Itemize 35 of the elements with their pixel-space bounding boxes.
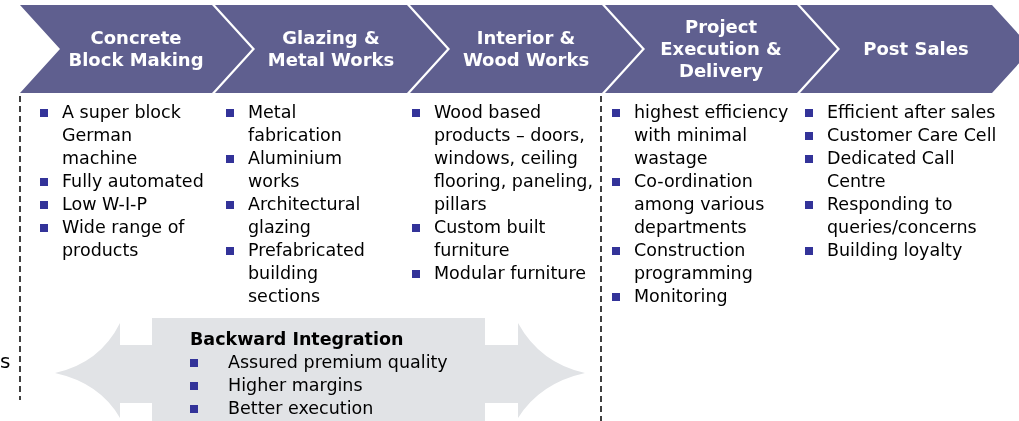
cut-off-text: s bbox=[0, 350, 11, 372]
bullet-text: Aluminium works bbox=[248, 148, 342, 191]
bullet-text: Metal fabrication bbox=[248, 102, 342, 145]
bullet-text: Customer Care Cell bbox=[827, 125, 997, 145]
band-heading: Backward Integration bbox=[190, 328, 405, 351]
bullet-text: Co-ordination among various departments bbox=[634, 171, 765, 237]
bullet-text: Construction programming bbox=[634, 240, 753, 283]
bullet-text: Assured premium quality bbox=[228, 352, 448, 372]
bullet-text: Architectural glazing bbox=[248, 194, 361, 237]
bullet-text: Wide range of products bbox=[62, 217, 185, 260]
bullet-text: Responding to queries/concerns bbox=[827, 194, 977, 237]
step-title: Post Sales bbox=[862, 37, 970, 61]
chevron-step bbox=[605, 5, 837, 93]
step-title: Concrete Block Making bbox=[68, 26, 204, 72]
bullet-text: Fully automated bbox=[62, 171, 204, 191]
bullet-text: Modular furniture bbox=[434, 263, 586, 283]
chevron-step bbox=[800, 5, 1019, 93]
bullet-text: Custom built furniture bbox=[434, 217, 546, 260]
chevron-step bbox=[410, 5, 642, 93]
chevron-step bbox=[20, 5, 252, 93]
bullet-text: Efficient after sales bbox=[827, 102, 996, 122]
step-title: Glazing & Metal Works bbox=[266, 26, 396, 72]
bullet-text: highest efficiency with minimal wastage bbox=[634, 102, 789, 168]
bullet-text: Low W-I-P bbox=[62, 194, 147, 214]
bullet-text: Wood based products – doors, windows, ceiling flooring, paneling, pillars bbox=[434, 102, 593, 214]
bullet-text: Better execution bbox=[228, 398, 374, 418]
bullet-text: A super block German machine bbox=[62, 102, 181, 168]
bullet-text: Dedicated Call Centre bbox=[827, 148, 955, 191]
chevron-step bbox=[215, 5, 447, 93]
bullet-text: Building loyalty bbox=[827, 240, 963, 260]
bullet-text: Monitoring bbox=[634, 286, 728, 306]
step-title: Project Execution & Delivery bbox=[659, 15, 783, 83]
bullet-text: Higher margins bbox=[228, 375, 363, 395]
step-title: Interior & Wood Works bbox=[461, 26, 591, 72]
bullet-text: Prefabricated building sections bbox=[248, 240, 365, 306]
